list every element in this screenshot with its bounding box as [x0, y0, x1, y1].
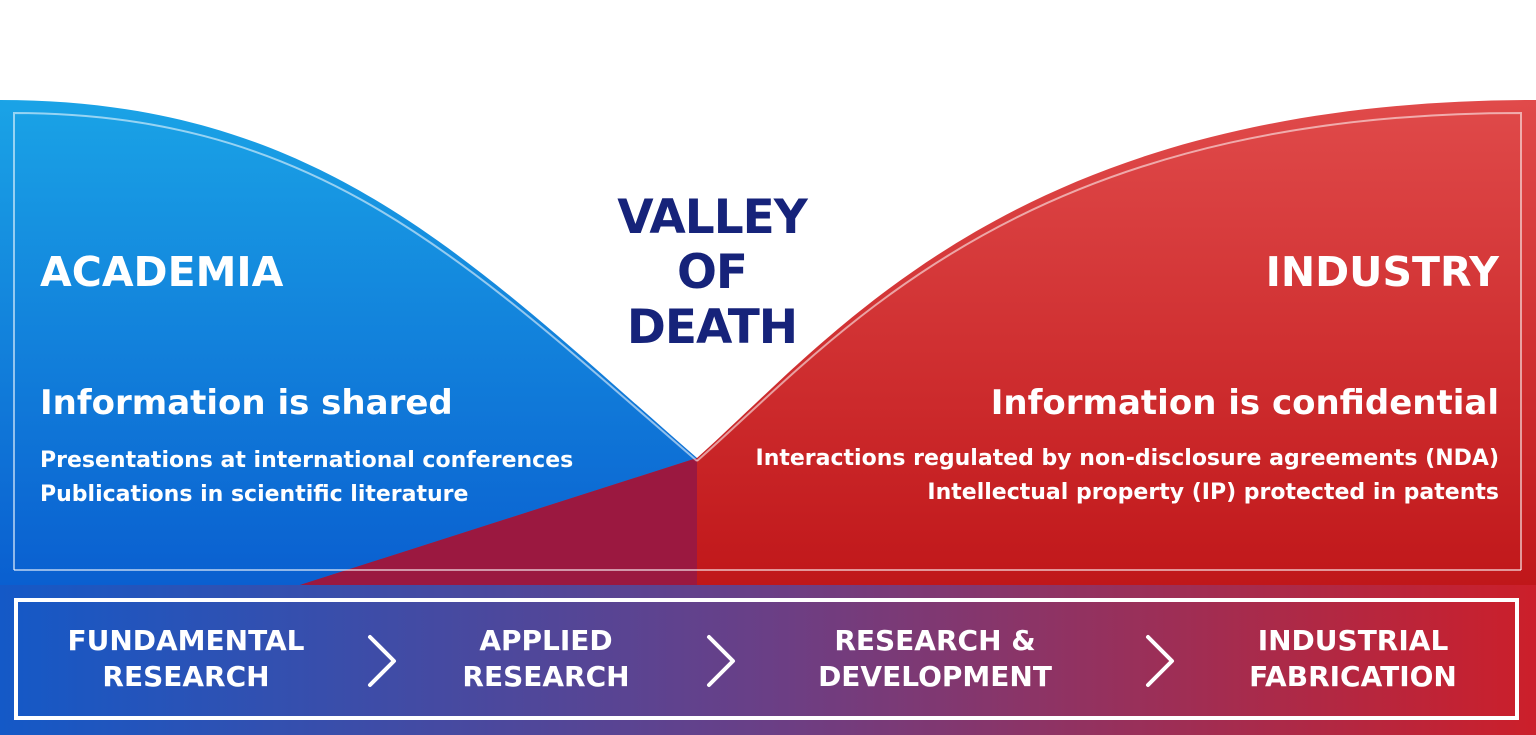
- industry-point: Interactions regulated by non-disclosure…: [755, 446, 1499, 471]
- stage-label: DEVELOPMENT: [818, 660, 1052, 693]
- stage-label: RESEARCH: [102, 660, 270, 693]
- industry-subheading: Information is confidential: [990, 383, 1499, 423]
- industry-region: [300, 100, 1536, 585]
- pipeline-stages: FUNDAMENTAL RESEARCH APPLIED RESEARCH RE…: [16, 600, 1517, 718]
- stage-research-development: RESEARCH & DEVELOPMENT: [775, 623, 1095, 695]
- chevron-right-icon: [707, 635, 735, 687]
- stage-label: APPLIED: [479, 624, 613, 657]
- chevron-right-icon: [368, 635, 396, 687]
- academia-point: Publications in scientific literature: [40, 482, 469, 507]
- stage-label: INDUSTRIAL: [1257, 624, 1449, 657]
- title-line: VALLEY: [617, 190, 808, 245]
- academia-heading: ACADEMIA: [40, 248, 284, 296]
- academia-point: Presentations at international conferenc…: [40, 448, 574, 473]
- stage-label: RESEARCH &: [834, 624, 1036, 657]
- academia-points: Presentations at international conferenc…: [40, 444, 573, 512]
- title-line: DEATH: [626, 300, 798, 355]
- industry-outline: [696, 111, 1522, 570]
- industry-points: Interactions regulated by non-disclosure…: [756, 442, 1499, 510]
- stage-applied-research: APPLIED RESEARCH: [386, 623, 706, 695]
- academia-subheading: Information is shared: [40, 383, 453, 423]
- chevron-right-icon: [1146, 635, 1174, 687]
- stage-label: FABRICATION: [1249, 660, 1457, 693]
- stage-industrial-fabrication: INDUSTRIAL FABRICATION: [1193, 623, 1513, 695]
- industry-point: Intellectual property (IP) protected in …: [927, 480, 1499, 505]
- industry-heading: INDUSTRY: [1265, 248, 1499, 296]
- valley-of-death-title: VALLEY OF DEATH: [562, 190, 862, 355]
- pipeline-bar: [0, 585, 1536, 735]
- academia-outline: [13, 111, 698, 570]
- title-line: OF: [676, 245, 748, 300]
- academia-region: [0, 100, 697, 585]
- stage-fundamental-research: FUNDAMENTAL RESEARCH: [26, 623, 346, 695]
- stage-label: FUNDAMENTAL: [67, 624, 305, 657]
- pipeline-frame: [14, 598, 1519, 720]
- stage-label: RESEARCH: [462, 660, 630, 693]
